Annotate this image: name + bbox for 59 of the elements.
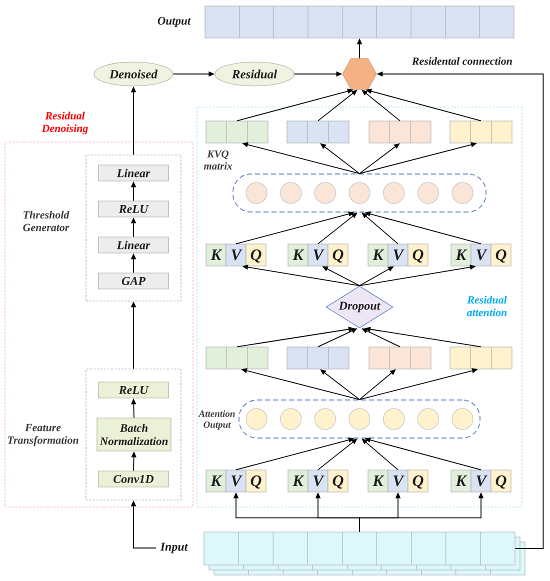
hexagon-node <box>342 58 377 90</box>
text-label: Input <box>160 542 188 554</box>
matrix-cell: Q <box>246 470 266 492</box>
arrow <box>359 143 400 174</box>
matrix-cell: V <box>388 244 408 266</box>
matrix-cell: Q <box>490 244 512 266</box>
arrow <box>320 369 360 400</box>
vector-bar <box>286 120 350 144</box>
group-label: Residual Denoising <box>42 112 88 134</box>
text-label: KVQ matrix <box>204 150 232 170</box>
matrix-cell: V <box>226 244 246 266</box>
process-box: Batch Normalization <box>96 418 172 452</box>
vector-bar <box>368 120 432 144</box>
group-label: Threshold Generator <box>23 210 70 232</box>
process-box: ReLU <box>98 200 169 218</box>
group-label: Feature Transformation <box>8 424 78 446</box>
arrow <box>320 143 360 174</box>
matrix-cell: V <box>226 470 246 492</box>
process-box: Linear <box>98 236 169 254</box>
matrix-cell: K <box>206 470 226 492</box>
arrow <box>362 212 398 244</box>
vector-label: Output <box>158 16 191 28</box>
vector-bar <box>450 346 512 370</box>
ellipse-node: Residual <box>214 62 294 86</box>
vector-bar <box>450 120 512 144</box>
arrow <box>318 90 358 122</box>
vector-bar <box>368 346 432 370</box>
matrix-cell: V <box>308 470 328 492</box>
matrix-cell: Q <box>328 244 348 266</box>
matrix-cell: Q <box>490 470 512 492</box>
matrix-cell: K <box>450 244 472 266</box>
matrix-cell: V <box>308 244 328 266</box>
matrix-cell: V <box>470 244 492 266</box>
matrix-cell: Q <box>408 470 428 492</box>
matrix-cell: K <box>368 244 388 266</box>
group-label: Residual attention <box>466 296 507 316</box>
vector-bar <box>206 120 268 144</box>
arrow <box>362 438 398 470</box>
process-box: Conv1D <box>98 470 169 488</box>
process-box: Linear <box>98 164 169 182</box>
vector-bar <box>206 346 268 370</box>
process-box: GAP <box>98 272 169 290</box>
matrix-cell: K <box>206 244 226 266</box>
arrow <box>362 90 400 122</box>
matrix-cell: K <box>450 470 472 492</box>
ellipse-node: Denoised <box>94 62 174 86</box>
vector-bar <box>286 346 350 370</box>
text-label: Attention Output <box>198 410 235 430</box>
matrix-cell: Q <box>328 470 348 492</box>
matrix-cell: V <box>470 470 492 492</box>
matrix-cell: Q <box>408 244 428 266</box>
matrix-cell: K <box>368 470 388 492</box>
matrix-cell: V <box>388 470 408 492</box>
matrix-cell: K <box>288 470 308 492</box>
vector-stack <box>204 532 526 576</box>
process-box: ReLU <box>98 382 169 398</box>
matrix-cell: K <box>288 244 308 266</box>
edge-label: Residental connection <box>410 56 514 66</box>
matrix-cell: Q <box>246 244 266 266</box>
